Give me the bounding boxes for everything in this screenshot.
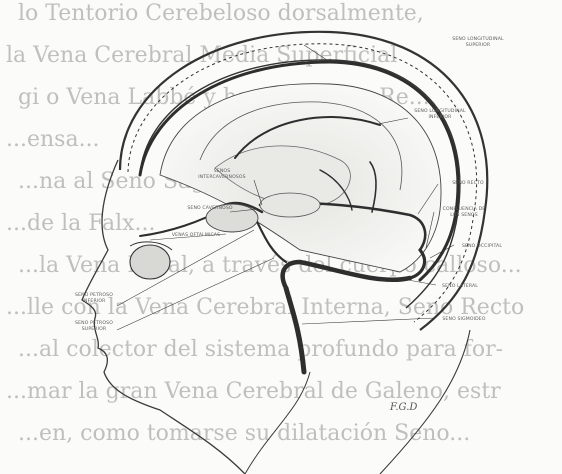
label-seno-cavernoso: SENO CAVERNOSO <box>187 205 233 211</box>
artist-signature: F.G.D <box>389 402 417 413</box>
background-text-line: la Vena Cerebral Media Superficial <box>6 43 397 68</box>
label-confluencia-de-los-senos: CONFLUENCIA DELOS SENOS <box>443 206 486 218</box>
label-seno-occipital: SENO OCCIPITAL <box>462 243 502 249</box>
background-text-line: ...de la Falx... <box>6 211 156 236</box>
background-text-line: ...al colector del sistema profundo para… <box>18 337 503 362</box>
label-seno-recto: SENO RECTO <box>452 180 484 186</box>
background-text-line: ...ensa... <box>6 127 100 152</box>
background-text-line: ...mar la gran Vena Cerebral de Galeno, … <box>6 379 501 404</box>
label-seno-sigmoideo: SENO SIGMOIDEO <box>442 316 485 322</box>
label-seno-longitudinal-superior: SENO LONGITUDINALSUPERIOR <box>452 36 504 48</box>
label-seno-lateral: SENO LATERAL <box>442 283 478 289</box>
background-text-line: lo Tentorio Cerebeloso dorsalmente, <box>18 1 424 26</box>
background-text-line: ...en, como tomarse su dilatación Seno..… <box>18 421 470 446</box>
label-venas-oftalmicas: VENAS OFTALMICAS <box>172 232 220 238</box>
